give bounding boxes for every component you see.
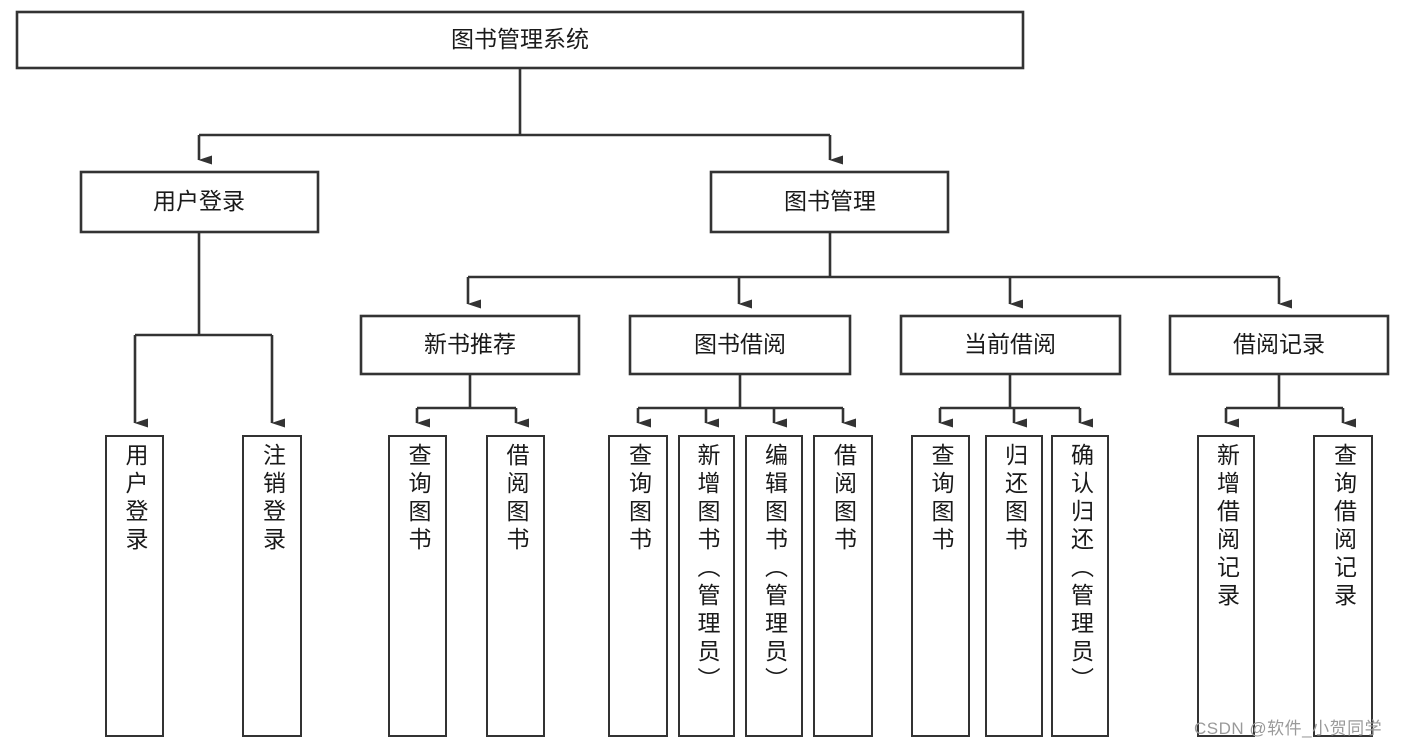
node-current-borrow-rect bbox=[899, 314, 1122, 376]
node-borrow-record[interactable]: 借阅记录 bbox=[1168, 314, 1390, 376]
connector-book-borrow-to-leaves bbox=[636, 374, 857, 428]
leaf-user-logout-label: 注销登录 bbox=[259, 443, 286, 555]
leaf-query-book-1-label: 查询图书 bbox=[405, 443, 431, 555]
node-book-manage[interactable]: 图书管理 bbox=[709, 170, 950, 234]
leaf-query-borrow-record-label: 查询借阅记录 bbox=[1330, 443, 1357, 611]
node-user-login-label: 用户登录 bbox=[153, 188, 245, 214]
leaf-edit-book-admin-label: 编辑图书（管理员） bbox=[761, 443, 788, 695]
node-new-book-recommend[interactable]: 新书推荐 bbox=[359, 314, 581, 376]
node-current-borrow[interactable]: 当前借阅 bbox=[899, 314, 1122, 376]
leaf-return-book-label: 归还图书 bbox=[1001, 443, 1028, 555]
node-borrow-record-label: 借阅记录 bbox=[1233, 331, 1325, 357]
connector-book-manage-to-level3 bbox=[466, 232, 1293, 309]
node-user-login-rect bbox=[79, 170, 320, 234]
leaf-edit-book-admin[interactable]: 编辑图书（管理员） bbox=[745, 435, 803, 737]
leaf-user-logout[interactable]: 注销登录 bbox=[242, 435, 302, 737]
node-new-book-recommend-rect bbox=[359, 314, 581, 376]
watermark-credit: CSDN @软件_小贺同学 bbox=[1194, 719, 1383, 738]
leaf-query-book-3-label: 查询图书 bbox=[928, 443, 954, 555]
leaf-add-borrow-record[interactable]: 新增借阅记录 bbox=[1197, 435, 1255, 737]
node-root-rect bbox=[15, 10, 1025, 70]
node-book-manage-label: 图书管理 bbox=[784, 188, 876, 214]
connector-user-login-to-leaves bbox=[133, 232, 286, 428]
node-new-book-recommend-label: 新书推荐 bbox=[424, 331, 516, 357]
node-root-label: 图书管理系统 bbox=[451, 26, 589, 52]
leaf-return-book[interactable]: 归还图书 bbox=[985, 435, 1043, 737]
leaf-borrow-book-2[interactable]: 借阅图书 bbox=[813, 435, 873, 737]
leaf-add-book-admin[interactable]: 新增图书（管理员） bbox=[678, 435, 735, 737]
connector-root-to-level2 bbox=[197, 68, 844, 165]
node-book-borrow[interactable]: 图书借阅 bbox=[628, 314, 852, 376]
leaf-confirm-return-admin-label: 确认归还（管理员） bbox=[1067, 443, 1094, 695]
node-book-borrow-rect bbox=[628, 314, 852, 376]
leaf-user-login-label: 用户登录 bbox=[122, 443, 148, 555]
leaf-add-book-admin-label: 新增图书（管理员） bbox=[694, 443, 720, 695]
leaf-query-book-3[interactable]: 查询图书 bbox=[911, 435, 970, 737]
node-book-borrow-label: 图书借阅 bbox=[694, 331, 786, 357]
leaf-confirm-return-admin[interactable]: 确认归还（管理员） bbox=[1051, 435, 1109, 737]
leaf-query-book-2-label: 查询图书 bbox=[625, 443, 652, 555]
leaf-user-login[interactable]: 用户登录 bbox=[105, 435, 164, 737]
node-borrow-record-rect bbox=[1168, 314, 1390, 376]
connector-borrow-record-to-leaves bbox=[1224, 374, 1357, 428]
leaf-borrow-book-1[interactable]: 借阅图书 bbox=[486, 435, 545, 737]
leaf-add-borrow-record-label: 新增借阅记录 bbox=[1213, 443, 1240, 611]
leaf-borrow-book-2-label: 借阅图书 bbox=[830, 443, 857, 555]
connector-new-book-recommend-to-leaves bbox=[415, 374, 530, 428]
leaf-query-borrow-record[interactable]: 查询借阅记录 bbox=[1313, 435, 1373, 737]
leaf-query-book-2[interactable]: 查询图书 bbox=[608, 435, 668, 737]
leaf-query-book-1[interactable]: 查询图书 bbox=[388, 435, 447, 737]
connector-current-borrow-to-leaves bbox=[938, 374, 1094, 428]
leaf-borrow-book-1-label: 借阅图书 bbox=[503, 443, 529, 555]
node-user-login[interactable]: 用户登录 bbox=[79, 170, 320, 234]
node-current-borrow-label: 当前借阅 bbox=[964, 331, 1056, 357]
node-root[interactable]: 图书管理系统 bbox=[15, 10, 1025, 70]
